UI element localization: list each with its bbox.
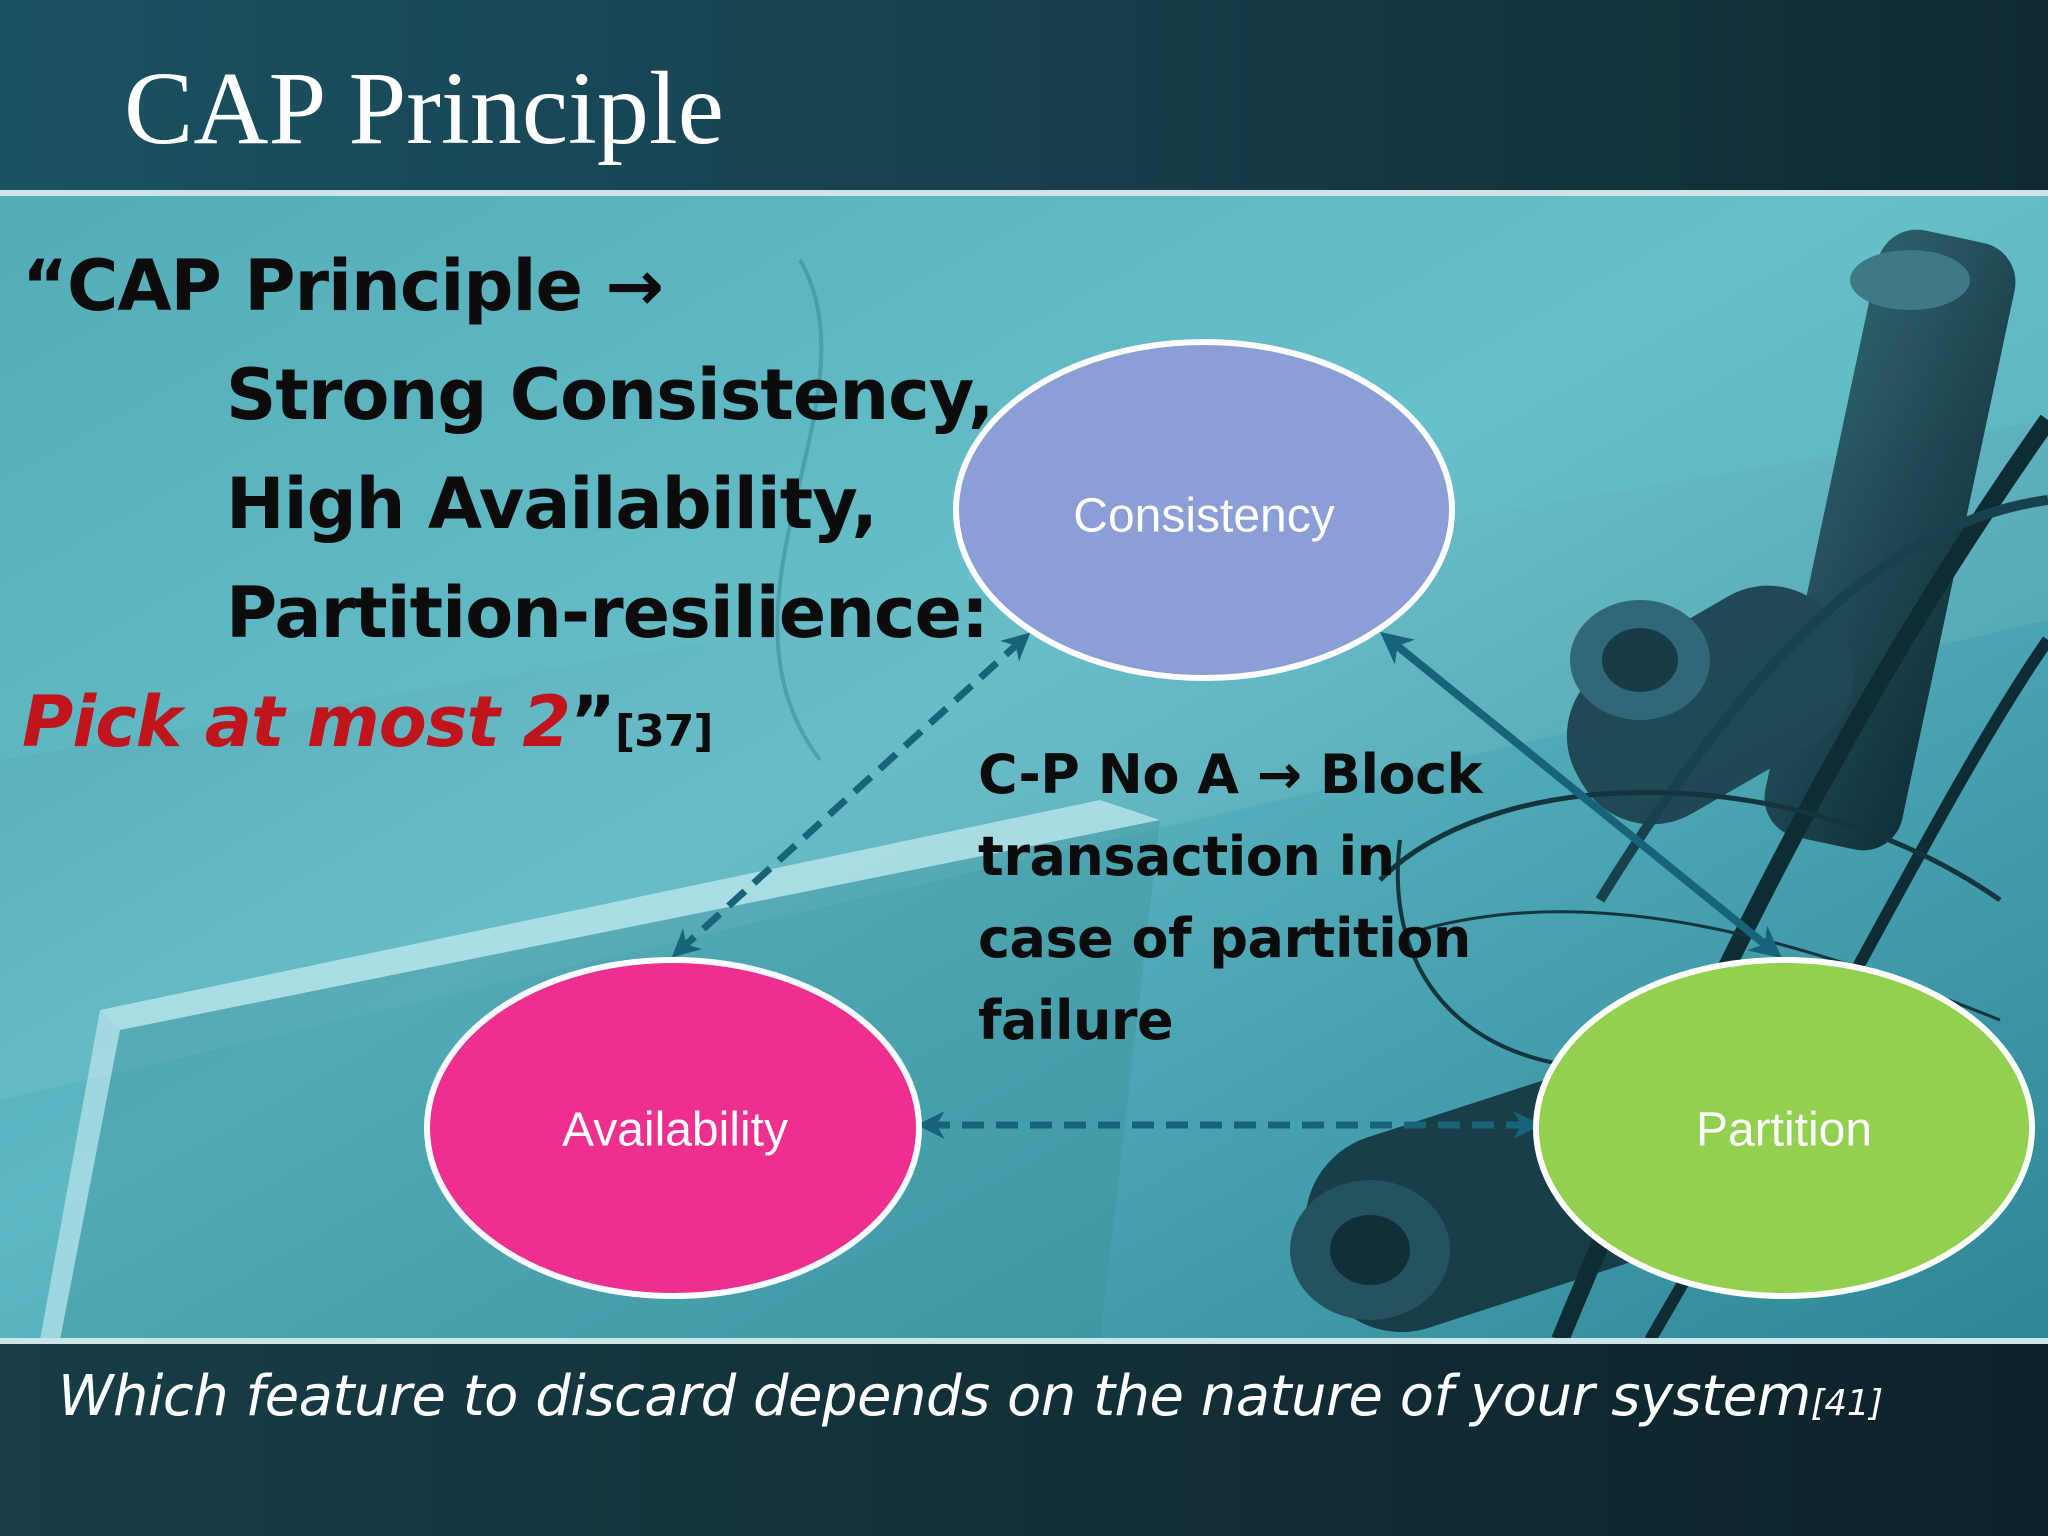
quote-line-2: Strong Consistency, bbox=[226, 354, 994, 436]
cp-note-line-1: C-P No A → Block bbox=[978, 743, 1483, 806]
quote-reference: [37] bbox=[615, 706, 713, 757]
edge-consistency-availability bbox=[671, 632, 1031, 958]
node-partition-label: Partition bbox=[1695, 1103, 1873, 1157]
cp-note: C-P No A → Block transaction in case of … bbox=[978, 734, 1483, 1062]
slide-footer: Which feature to discard depends on the … bbox=[58, 1364, 1883, 1429]
footer-reference: [41] bbox=[1810, 1383, 1883, 1424]
quote-line-5: Pick at most 2”[37] bbox=[22, 668, 993, 786]
node-consistency bbox=[953, 339, 1455, 681]
pick-at-most-two: Pick at most 2 bbox=[22, 681, 571, 763]
edge-consistency-partition bbox=[1380, 631, 1782, 959]
footer-text: Which feature to discard depends on the … bbox=[58, 1364, 1811, 1429]
quote-line-1: “CAP Principle → bbox=[22, 245, 664, 327]
node-availability bbox=[424, 957, 922, 1299]
slide-title: CAP Principle bbox=[124, 51, 724, 166]
node-availability-label: Availability bbox=[562, 1103, 788, 1157]
quote-line-4: Partition-resilience: bbox=[226, 572, 989, 654]
node-partition bbox=[1533, 957, 2035, 1299]
cap-quote: “CAP Principle → Strong Consistency, Hig… bbox=[22, 232, 994, 786]
quote-line-3: High Availability, bbox=[226, 463, 878, 545]
cp-note-line-2: transaction in bbox=[978, 825, 1395, 888]
node-consistency-label: Consistency bbox=[1073, 489, 1335, 543]
cp-note-line-3: case of partition bbox=[978, 907, 1471, 970]
closing-quote-mark: ” bbox=[570, 681, 616, 763]
cp-note-line-4: failure bbox=[978, 989, 1174, 1052]
